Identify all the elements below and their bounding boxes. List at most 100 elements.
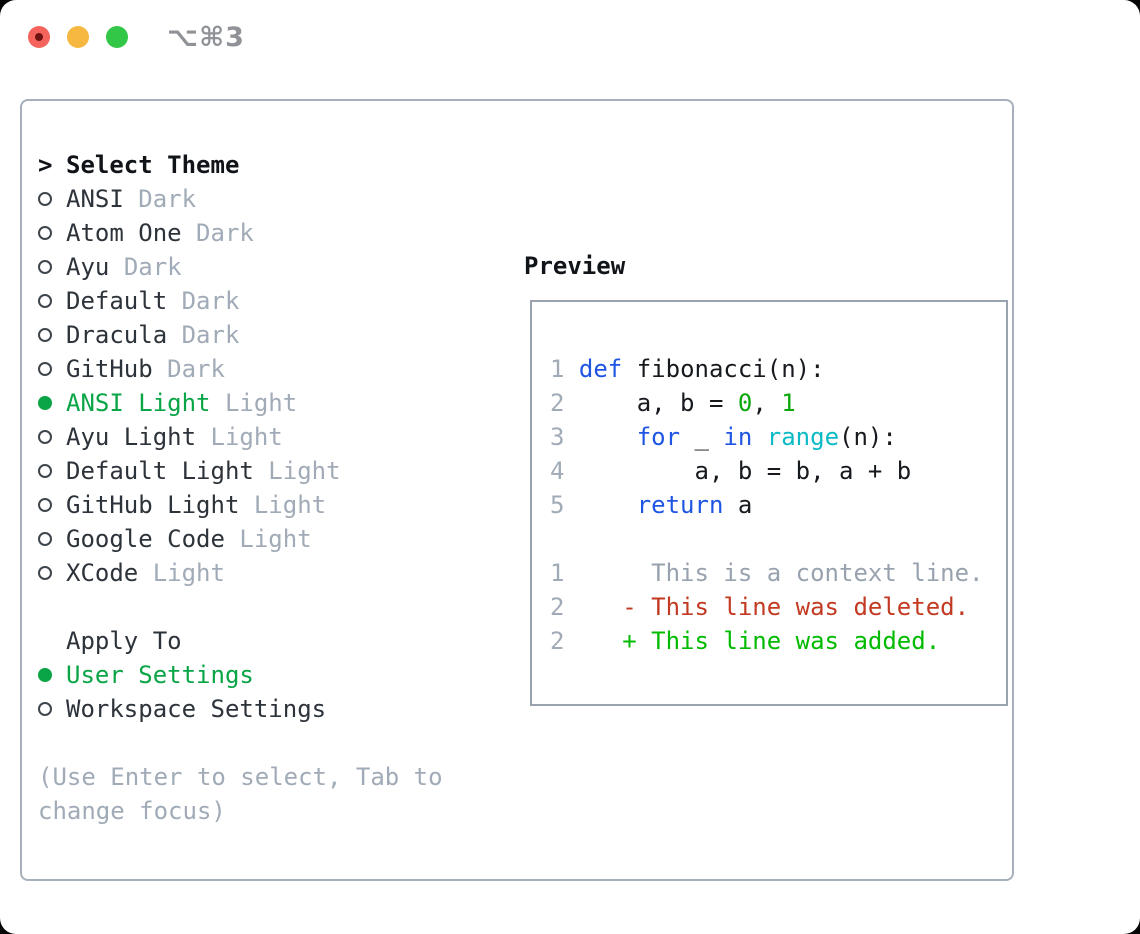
- number-gap: [564, 389, 578, 417]
- theme-name: XCode: [66, 559, 139, 587]
- theme-name: Ayu: [66, 253, 110, 281]
- preview-heading: Preview: [524, 252, 626, 280]
- line-number: 1: [550, 559, 565, 587]
- theme-name: ANSI: [66, 185, 124, 213]
- theme-picker-header: > Select Theme: [38, 148, 508, 182]
- line-number: 4: [550, 457, 565, 485]
- theme-variant: Dark: [181, 287, 240, 315]
- diff-line-row: 2 - This line was deleted.: [550, 590, 983, 624]
- code-line-row: 4 a, b = b, a + b: [550, 454, 983, 488]
- code-line-row: 5 return a: [550, 488, 983, 522]
- theme-name: Default Light: [66, 457, 254, 485]
- name-variant-gap: [138, 556, 152, 590]
- code-token-num: 0: [737, 389, 753, 417]
- name-variant-gap: [225, 522, 239, 556]
- theme-option[interactable]: GitHub Light Light: [38, 488, 508, 522]
- number-gap: [564, 491, 578, 519]
- line-number: 2: [550, 389, 565, 417]
- theme-option[interactable]: GitHub Dark: [38, 352, 508, 386]
- code-token-kw: in: [723, 423, 753, 451]
- theme-option[interactable]: ANSI Light Light: [38, 386, 508, 420]
- apply-to-option[interactable]: Workspace Settings: [38, 692, 508, 726]
- apply-to-option[interactable]: User Settings: [38, 658, 508, 692]
- radio-slot: [38, 566, 66, 580]
- theme-option[interactable]: Atom One Dark: [38, 216, 508, 250]
- radio-slot: [38, 362, 66, 376]
- code-token-plain: fibonacci(n):: [622, 355, 825, 383]
- radio-icon: [38, 498, 52, 512]
- window-shortcut-label: ⌥⌘3: [167, 22, 245, 53]
- theme-variant: Light: [224, 389, 298, 417]
- theme-option[interactable]: Default Light Light: [38, 454, 508, 488]
- close-button[interactable]: [28, 26, 50, 48]
- radio-icon: [38, 226, 52, 240]
- apply-to-header: Apply To: [38, 624, 508, 658]
- radio-slot: [38, 192, 66, 206]
- radio-icon: [38, 430, 52, 444]
- code-token-plain: a: [723, 491, 753, 519]
- theme-name: Dracula: [66, 321, 168, 349]
- line-number: 2: [550, 593, 565, 621]
- code-token-deleted: - This line was deleted.: [578, 593, 970, 621]
- number-gap: [564, 593, 578, 621]
- theme-variant: Dark: [123, 253, 182, 281]
- radio-slot: [38, 498, 66, 512]
- diff-line-row: 1 This is a context line.: [550, 556, 983, 590]
- theme-option[interactable]: Dracula Dark: [38, 318, 508, 352]
- line-number: 1: [550, 355, 565, 383]
- theme-name: Atom One: [66, 219, 182, 247]
- number-gap: [564, 355, 578, 383]
- name-variant-gap: [196, 420, 210, 454]
- theme-picker-title: Select Theme: [66, 151, 240, 179]
- theme-variant: Dark: [167, 355, 225, 383]
- theme-name: ANSI Light: [66, 389, 211, 417]
- close-button-dot-icon: [35, 33, 43, 41]
- keyboard-hint: (Use Enter to select, Tab to change focu…: [38, 763, 443, 825]
- code-token-plain: (n):: [839, 423, 897, 451]
- theme-option[interactable]: XCode Light: [38, 556, 508, 590]
- theme-name: GitHub: [66, 355, 153, 383]
- radio-icon: [38, 532, 52, 546]
- name-variant-gap: [254, 454, 268, 488]
- radio-icon: [38, 192, 52, 206]
- theme-option[interactable]: ANSI Dark: [38, 182, 508, 216]
- name-variant-gap: [167, 284, 181, 318]
- radio-icon: [38, 328, 52, 342]
- theme-option[interactable]: Default Dark: [38, 284, 508, 318]
- radio-slot: [38, 328, 66, 342]
- radio-slot: [38, 430, 66, 444]
- radio-icon: [38, 294, 52, 308]
- code-line-row: 2 a, b = 0, 1: [550, 386, 983, 420]
- code-token-builtin: range: [766, 423, 840, 451]
- radio-slot: [38, 396, 66, 410]
- theme-variant: Light: [253, 491, 327, 519]
- radio-icon: [38, 566, 52, 580]
- theme-option[interactable]: Ayu Light Light: [38, 420, 508, 454]
- theme-variant: Dark: [138, 185, 197, 213]
- number-gap: [564, 559, 578, 587]
- theme-variant: Light: [210, 423, 283, 451]
- code-token-kw: for: [636, 423, 681, 451]
- code-token-plain: a, b = b, a + b: [578, 457, 912, 485]
- radio-icon: [38, 702, 52, 716]
- radio-slot: [38, 464, 66, 478]
- apply-to-label: Workspace Settings: [66, 695, 327, 723]
- code-token-plain: [579, 423, 637, 451]
- apply-to-title: Apply To: [66, 627, 182, 655]
- diff-line-row: 2 + This line was added.: [550, 624, 983, 658]
- radio-slot: [38, 668, 66, 682]
- theme-option[interactable]: Ayu Dark: [38, 250, 508, 284]
- section-gap: [38, 590, 508, 624]
- radio-slot: [38, 702, 66, 716]
- code-token-plain: _: [680, 423, 724, 451]
- minimize-button[interactable]: [67, 26, 89, 48]
- theme-option[interactable]: Google Code Light: [38, 522, 508, 556]
- code-token-plain: [579, 491, 637, 519]
- theme-name: Default: [66, 287, 168, 315]
- zoom-button[interactable]: [106, 26, 128, 48]
- theme-name: GitHub Light: [66, 491, 240, 519]
- prompt-icon: >: [38, 151, 53, 179]
- radio-selected-icon: [38, 668, 52, 682]
- code-token-plain: a, b =: [578, 389, 738, 417]
